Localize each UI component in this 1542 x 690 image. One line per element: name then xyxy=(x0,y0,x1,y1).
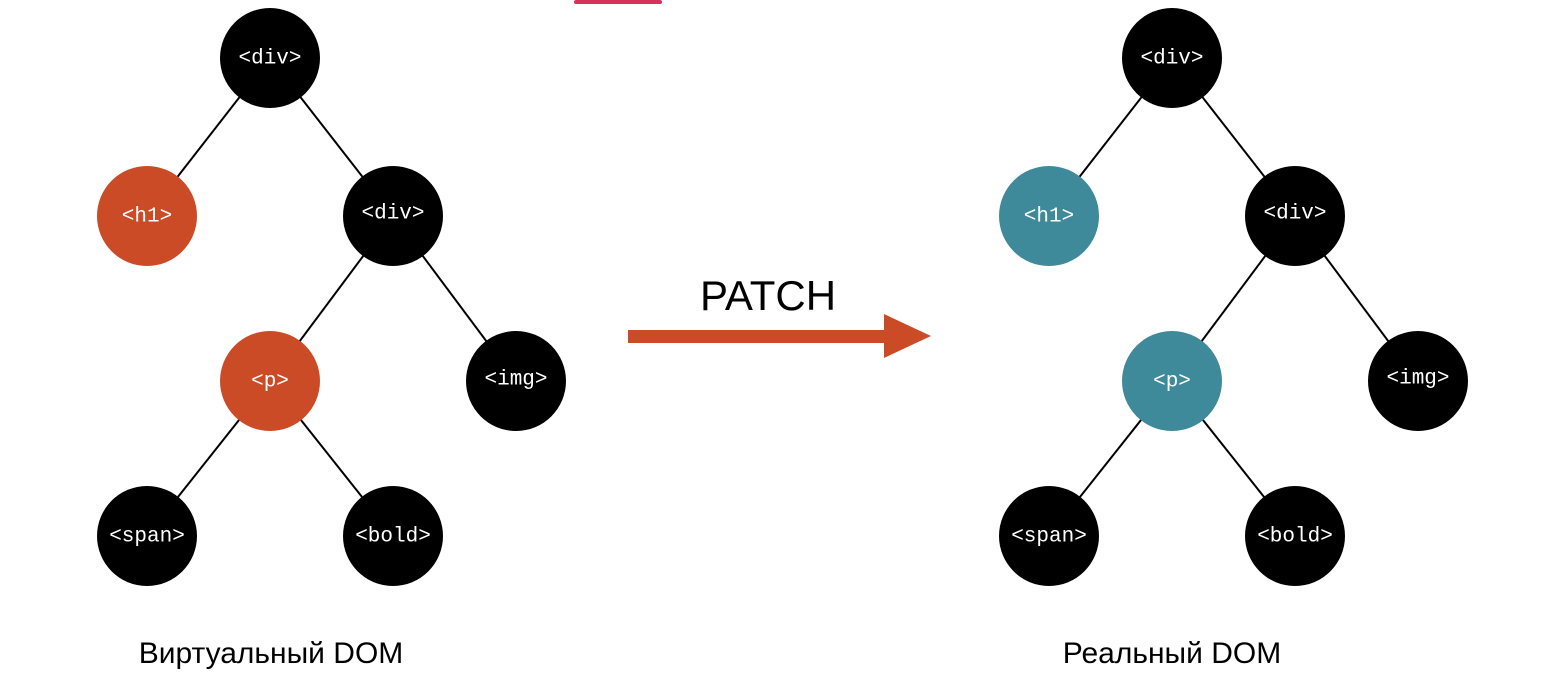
svg-text:<div>: <div> xyxy=(1140,48,1203,71)
svg-text:<h1>: <h1> xyxy=(122,206,172,229)
node-img: <img> xyxy=(466,331,566,431)
node-inner-div: <div> xyxy=(343,166,443,266)
svg-text:<p>: <p> xyxy=(1153,371,1191,394)
real-dom-tree: <div> <h1> <div> <p> <img> <span> <bold>… xyxy=(999,8,1468,670)
svg-text:<span>: <span> xyxy=(1011,526,1087,549)
node-inner-div: <div> xyxy=(1245,166,1345,266)
node-h1: <h1> xyxy=(999,166,1099,266)
real-dom-caption: Реальный DOM xyxy=(1063,637,1281,670)
arrow-head xyxy=(884,314,931,358)
node-p: <p> xyxy=(220,331,320,431)
node-p: <p> xyxy=(1122,331,1222,431)
node-img: <img> xyxy=(1368,331,1468,431)
node-span: <span> xyxy=(97,486,197,586)
node-span: <span> xyxy=(999,486,1099,586)
svg-text:<img>: <img> xyxy=(484,369,547,392)
node-root-div: <div> xyxy=(1122,8,1222,108)
svg-text:<img>: <img> xyxy=(1386,368,1449,391)
virtual-dom-tree: <div> <h1> <div> <p> <img> <span> <bold>… xyxy=(97,8,566,670)
svg-text:<div>: <div> xyxy=(361,203,424,226)
svg-text:<span>: <span> xyxy=(109,526,185,549)
node-h1: <h1> xyxy=(97,166,197,266)
node-root-div: <div> xyxy=(220,8,320,108)
patch-arrow: PATCH xyxy=(628,272,931,358)
svg-text:<h1>: <h1> xyxy=(1024,206,1074,229)
svg-text:<bold>: <bold> xyxy=(355,526,431,549)
patch-label: PATCH xyxy=(700,272,836,319)
svg-text:<bold>: <bold> xyxy=(1257,526,1333,549)
top-cropped-mark xyxy=(574,0,662,4)
arrow-shaft xyxy=(628,330,888,343)
svg-text:<p>: <p> xyxy=(251,371,289,394)
svg-text:<div>: <div> xyxy=(238,48,301,71)
node-bold: <bold> xyxy=(1245,486,1345,586)
node-bold: <bold> xyxy=(343,486,443,586)
virtual-dom-caption: Виртуальный DOM xyxy=(139,637,404,670)
svg-text:<div>: <div> xyxy=(1263,203,1326,226)
